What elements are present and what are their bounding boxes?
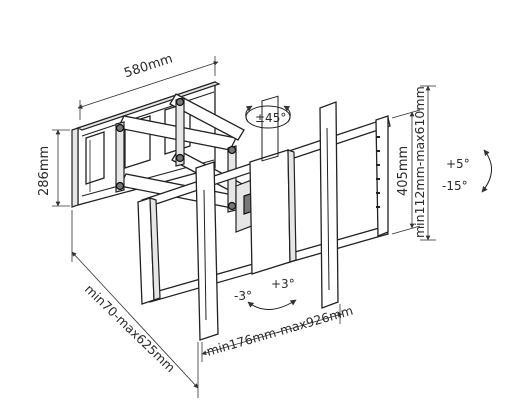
dimension-vesa-vertical: 405mm	[391, 109, 421, 235]
pivot-joint	[175, 97, 185, 107]
label-tilt-minus: -15°	[442, 179, 468, 193]
dimension-depth: min70-max625mm	[71, 210, 199, 398]
pivot-joint	[115, 123, 125, 133]
label-swivel: ±45°	[255, 111, 286, 125]
tilt-indicator: +5° -15°	[442, 149, 492, 193]
dimension-vesa-horizontal: min176mm-max926mm	[201, 303, 355, 362]
label-width-top: 580mm	[122, 52, 174, 82]
dimension-vertical-range: min112mm-max610mm	[412, 85, 436, 241]
pivot-joint	[175, 153, 185, 163]
label-level-minus: -3°	[234, 289, 252, 303]
level-indicator: -3° +3°	[234, 277, 297, 310]
pivot-joint	[227, 145, 237, 155]
label-vesa-vertical-height: 405mm	[396, 146, 411, 196]
label-tilt-plus: +5°	[446, 157, 470, 171]
label-vesa-horizontal: min176mm-max926mm	[205, 303, 355, 359]
dimension-height-left: 286mm	[37, 129, 70, 207]
swivel-indicator: ±45°	[245, 105, 291, 129]
pivot-joint	[227, 201, 237, 211]
pivot-joint	[115, 181, 125, 191]
label-vertical-range: min112mm-max610mm	[412, 86, 427, 238]
tv-bracket	[137, 95, 391, 341]
label-level-plus: +3°	[271, 277, 295, 291]
label-height-left: 286mm	[37, 146, 52, 196]
